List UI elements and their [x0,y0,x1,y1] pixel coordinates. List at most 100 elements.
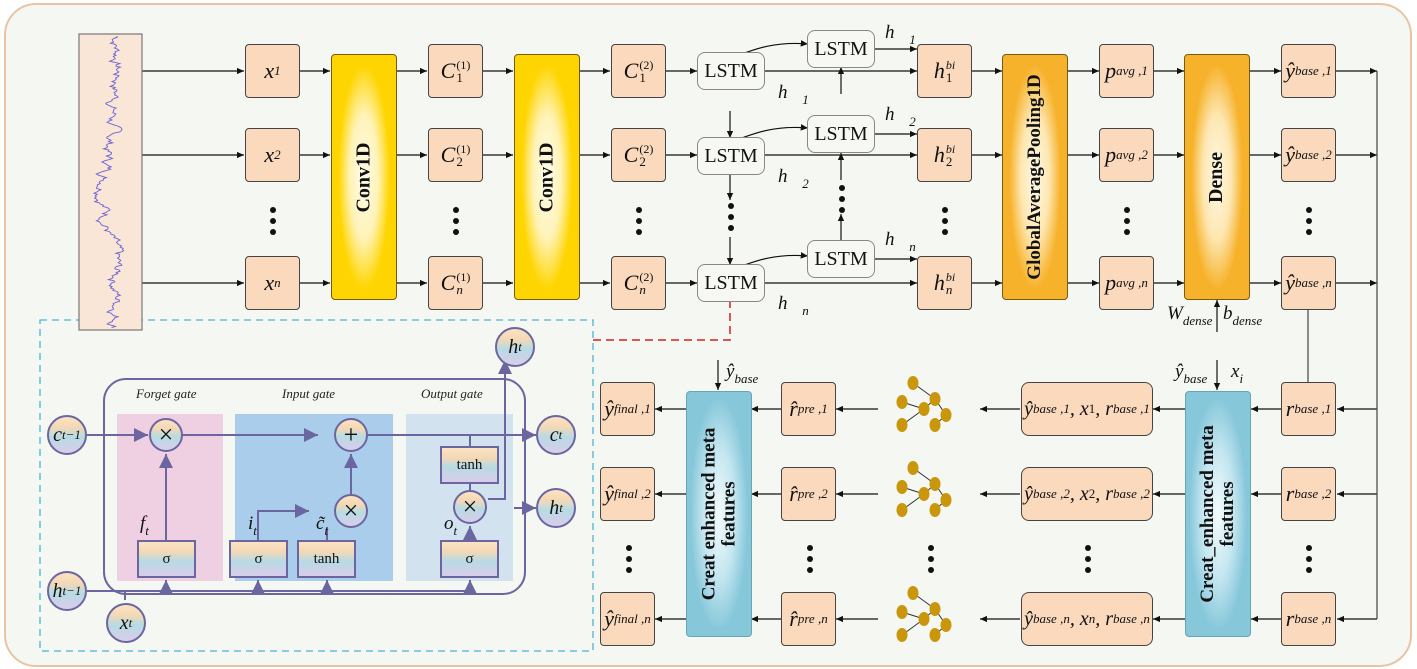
var: ŷ [1175,361,1184,382]
dense-label: Dense [1205,151,1228,203]
ellipsis [727,203,735,231]
var: f [140,513,146,534]
sub: t−1 [62,583,82,598]
sub: base ,1 [1294,63,1332,78]
lstm-label: LSTM [814,247,868,270]
tree-model-icon [896,376,952,432]
var: C [440,58,456,83]
sub: n [456,281,463,297]
sub: base ,n [1033,611,1070,626]
var: h⃗ [778,166,803,187]
var: h [933,58,945,83]
tree-model-icon [896,461,952,517]
h-forward-2-label: h⃗2 [778,166,809,192]
c1-2: C(1)2 [428,128,483,182]
tree-node [940,618,952,632]
tree-node [929,628,941,642]
sub: n [909,239,916,254]
conv1d-label: Conv1D [535,141,558,213]
sup: (1) [456,57,471,72]
input-sigmoid: σ [229,540,288,578]
sup: bi [945,269,956,284]
var: x [1079,397,1089,420]
input-signal-waveform [92,35,125,329]
var: C [440,142,456,167]
sub: t [558,427,563,442]
var: ŷ [1024,482,1033,505]
fn: σ [254,550,263,567]
var: x [264,270,275,295]
var: C [623,142,639,167]
multiply-output-icon: × [453,490,487,524]
line2: features [1217,481,1239,547]
var: o [444,513,454,534]
f-t-label: ft [140,513,149,539]
var: h [508,335,519,358]
var: r [1285,396,1295,421]
var: r̂ [789,396,798,421]
lstm-label: LSTM [814,122,868,145]
forget-gate-title: Forget gate [136,386,197,401]
ellipsis [1305,207,1313,235]
o-t-label: ot [444,513,457,539]
sup: (1) [456,141,471,156]
ellipsis [838,185,846,213]
c2-n: C(2)n [611,256,666,310]
sub: 2 [639,153,646,169]
fn: tanh [313,550,340,567]
sub: base ,n [1294,275,1332,290]
input-signal-panel [78,33,143,331]
lstm-label: LSTM [814,37,868,60]
ellipsis [269,207,277,235]
ellipsis [1084,545,1092,573]
tree-node [940,408,952,422]
tree-node [929,392,941,406]
sup: (2) [639,57,654,72]
tree-node [896,418,908,432]
fn: tanh [456,456,483,473]
i-t-label: it [248,513,257,539]
multiply-forget-icon: × [149,418,183,452]
conv1d-layer-2: Conv1D [514,54,580,300]
sub: base ,n [1113,611,1150,626]
var: i [248,513,254,534]
var: C [623,58,639,83]
var: h [549,496,560,519]
tree-node [940,493,952,507]
sub: t [128,615,133,630]
var: x [1079,482,1089,505]
sub: final ,2 [613,486,651,501]
sub: t [253,523,257,538]
sup: bi [945,141,956,156]
sub: t [324,523,329,538]
input-tanh: tanh [297,540,356,578]
var: ŷ [1285,270,1295,295]
sub: dense [1182,313,1213,328]
sup: bi [945,57,956,72]
tree-node [896,395,908,409]
meta-right-y-input-label: ŷbase [1175,361,1207,387]
var: ŷ [1024,607,1033,630]
ellipsis [635,207,643,235]
zoom-link [593,300,731,341]
c1-1: C(1)1 [428,44,483,98]
var: r [1105,397,1114,420]
lstm-backward-1: LSTM [807,30,875,68]
h-backward-n-label: h⃖n [885,229,916,255]
var: r̂ [789,606,798,631]
